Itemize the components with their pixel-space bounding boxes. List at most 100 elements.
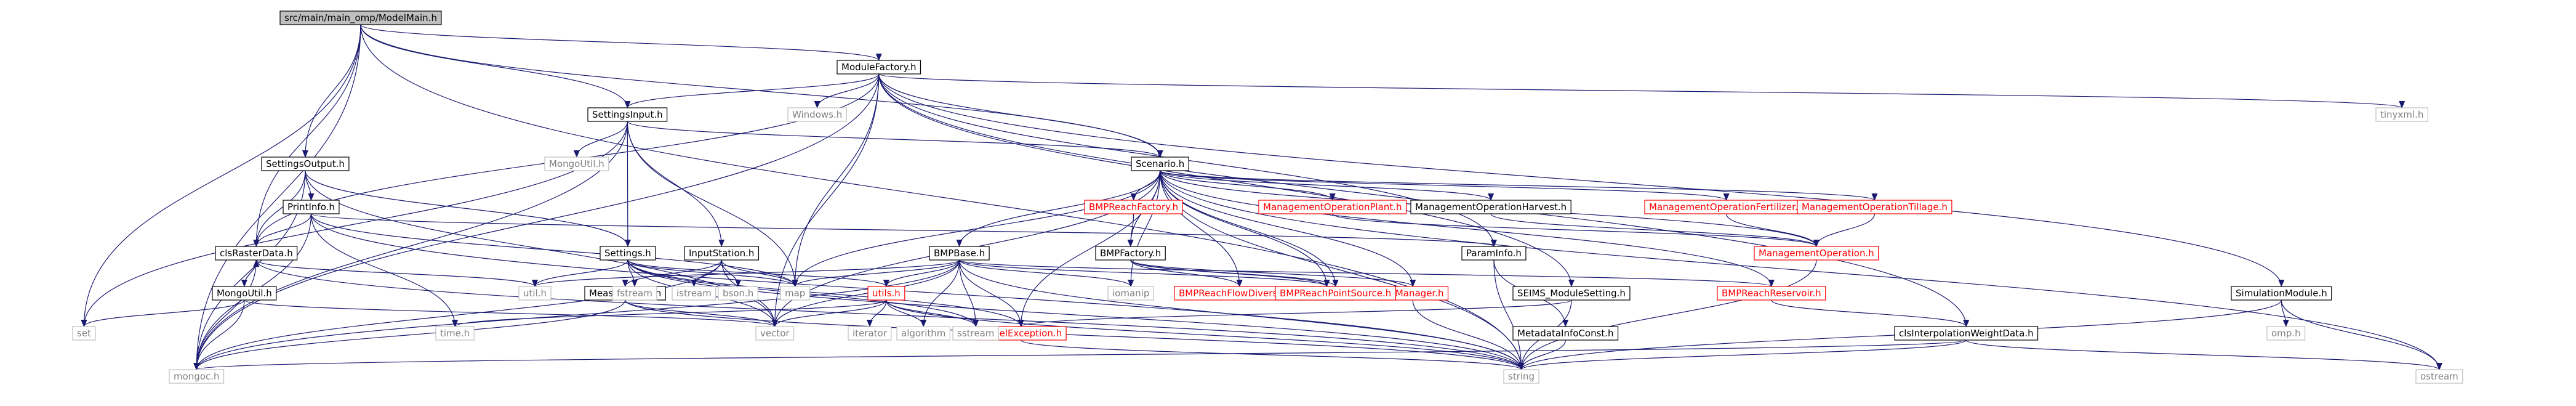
include-edge xyxy=(878,73,2405,108)
node-metadata[interactable]: MetadataInfoConst.h xyxy=(1512,326,1619,341)
node-paraminfo[interactable]: ParamInfo.h xyxy=(1461,246,1527,261)
include-edge xyxy=(1160,170,1336,201)
include-edge xyxy=(624,73,880,108)
node-printinfo[interactable]: PrintInfo.h xyxy=(283,200,340,214)
include-edge xyxy=(532,259,628,287)
node-label: ModuleFactory.h xyxy=(841,62,916,73)
node-box xyxy=(1084,200,1183,214)
include-edge xyxy=(193,259,722,370)
node-bmpreachres[interactable]: BMPReachReservoir.h xyxy=(1717,286,1826,301)
node-box xyxy=(848,326,892,341)
include-edge xyxy=(771,299,887,327)
node-label: SettingsInput.h xyxy=(592,109,663,120)
node-mgmttillage[interactable]: ManagementOperationTillage.h xyxy=(1797,200,1952,214)
node-box xyxy=(2266,326,2306,341)
node-bson: bson.h xyxy=(718,286,758,301)
node-modelexc[interactable]: ModelException.h xyxy=(975,326,1067,341)
node-label: utils.h xyxy=(872,288,901,299)
node-scenario[interactable]: Scenario.h xyxy=(1131,156,1189,171)
node-label: SimulationModule.h xyxy=(2236,288,2327,299)
include-edge xyxy=(255,259,538,287)
node-modulefactory[interactable]: ModuleFactory.h xyxy=(837,60,921,75)
node-mgmtplant[interactable]: ManagementOperationPlant.h xyxy=(1258,200,1407,214)
node-box xyxy=(72,326,96,341)
include-edge xyxy=(1518,339,1967,370)
node-inputstation[interactable]: InputStation.h xyxy=(684,246,760,261)
node-bmppointsrc[interactable]: BMPReachPointSource.h xyxy=(1275,286,1396,301)
node-box xyxy=(261,156,350,171)
include-edge xyxy=(532,259,960,287)
include-edge xyxy=(1160,170,1416,287)
node-mongoc: mongoc.h xyxy=(169,369,225,384)
node-bmpfactory[interactable]: BMPFactory.h xyxy=(1095,246,1166,261)
node-box xyxy=(2415,369,2463,384)
include-edge xyxy=(627,259,798,287)
include-edge xyxy=(886,299,1525,370)
node-box xyxy=(544,156,609,171)
node-box xyxy=(279,10,442,25)
node-box xyxy=(435,326,475,341)
node-algorithm: algorithm xyxy=(896,326,951,341)
node-windows: Windows.h xyxy=(787,107,847,122)
node-label: SettingsOutput.h xyxy=(266,158,345,169)
node-root[interactable]: src/main/main_omp/ModelMain.h xyxy=(279,10,442,25)
node-box xyxy=(600,246,656,261)
node-utilsh[interactable]: utils.h xyxy=(867,286,905,301)
node-string: string xyxy=(1503,369,1539,384)
include-edge xyxy=(193,24,361,370)
include-edge xyxy=(886,299,927,327)
node-clsinterp[interactable]: clsInterpolationWeightData.h xyxy=(1894,326,2039,341)
include-edge xyxy=(1018,299,1572,327)
node-ostream: ostream xyxy=(2415,369,2463,384)
node-box xyxy=(1410,200,1571,214)
include-edge xyxy=(253,170,306,247)
node-mgmtharvest[interactable]: ManagementOperationHarvest.h xyxy=(1410,200,1571,214)
include-edge xyxy=(1160,170,1494,201)
node-istream: istream xyxy=(672,286,716,301)
node-settingsoutput[interactable]: SettingsOutput.h xyxy=(261,156,350,171)
node-label: mongoc.h xyxy=(174,371,220,382)
node-simmodule[interactable]: SimulationModule.h xyxy=(2231,286,2332,301)
node-settings[interactable]: Settings.h xyxy=(600,246,656,261)
include-edge xyxy=(253,24,361,247)
include-edge xyxy=(1160,170,1330,287)
node-set: set xyxy=(72,326,96,341)
node-label: BMPReachFlowDiversion.h xyxy=(1179,288,1300,299)
include-edge xyxy=(310,213,1497,247)
node-label: ManagementOperationTillage.h xyxy=(1802,201,1948,213)
node-label: src/main/main_omp/ModelMain.h xyxy=(284,12,437,24)
node-sstream: sstream xyxy=(952,326,999,341)
node-seims[interactable]: SEIMS_ModuleSetting.h xyxy=(1512,286,1631,301)
include-edge xyxy=(878,73,1163,158)
include-edge xyxy=(81,299,245,327)
include-edge xyxy=(255,259,1525,370)
node-label: ManagementOperationFertilizer.h xyxy=(1649,201,1804,213)
include-edge xyxy=(193,259,257,370)
include-edge xyxy=(627,121,798,287)
node-label: time.h xyxy=(440,328,470,339)
node-label: InputStation.h xyxy=(689,248,754,259)
node-settingsinput[interactable]: SettingsInput.h xyxy=(587,107,668,122)
node-box xyxy=(837,60,921,75)
node-bmpbase[interactable]: BMPBase.h xyxy=(929,246,990,261)
node-label: iomanip xyxy=(1112,288,1149,299)
node-label: clsRasterData.h xyxy=(220,248,293,259)
include-edge xyxy=(920,259,960,327)
node-mongoutil[interactable]: MongoUtil.h xyxy=(212,286,277,301)
node-label: Windows.h xyxy=(792,109,842,120)
include-edge xyxy=(1160,170,1730,201)
node-util: util.h xyxy=(518,286,552,301)
include-edge xyxy=(305,170,631,247)
node-mgmtop[interactable]: ManagementOperation.h xyxy=(1754,246,1879,261)
include-edge xyxy=(1130,259,1330,287)
node-clsraster[interactable]: clsRasterData.h xyxy=(215,246,298,261)
include-edge xyxy=(1490,213,1820,247)
node-box xyxy=(2231,286,2332,301)
node-bmpreachfactory[interactable]: BMPReachFactory.h xyxy=(1084,200,1183,214)
node-label: ModelException.h xyxy=(980,328,1062,339)
node-label: fstream xyxy=(617,288,652,299)
node-box xyxy=(1461,246,1527,261)
include-edge xyxy=(958,259,1330,287)
node-mgmtfert[interactable]: ManagementOperationFertilizer.h xyxy=(1644,200,1808,214)
include-edge xyxy=(792,259,960,287)
